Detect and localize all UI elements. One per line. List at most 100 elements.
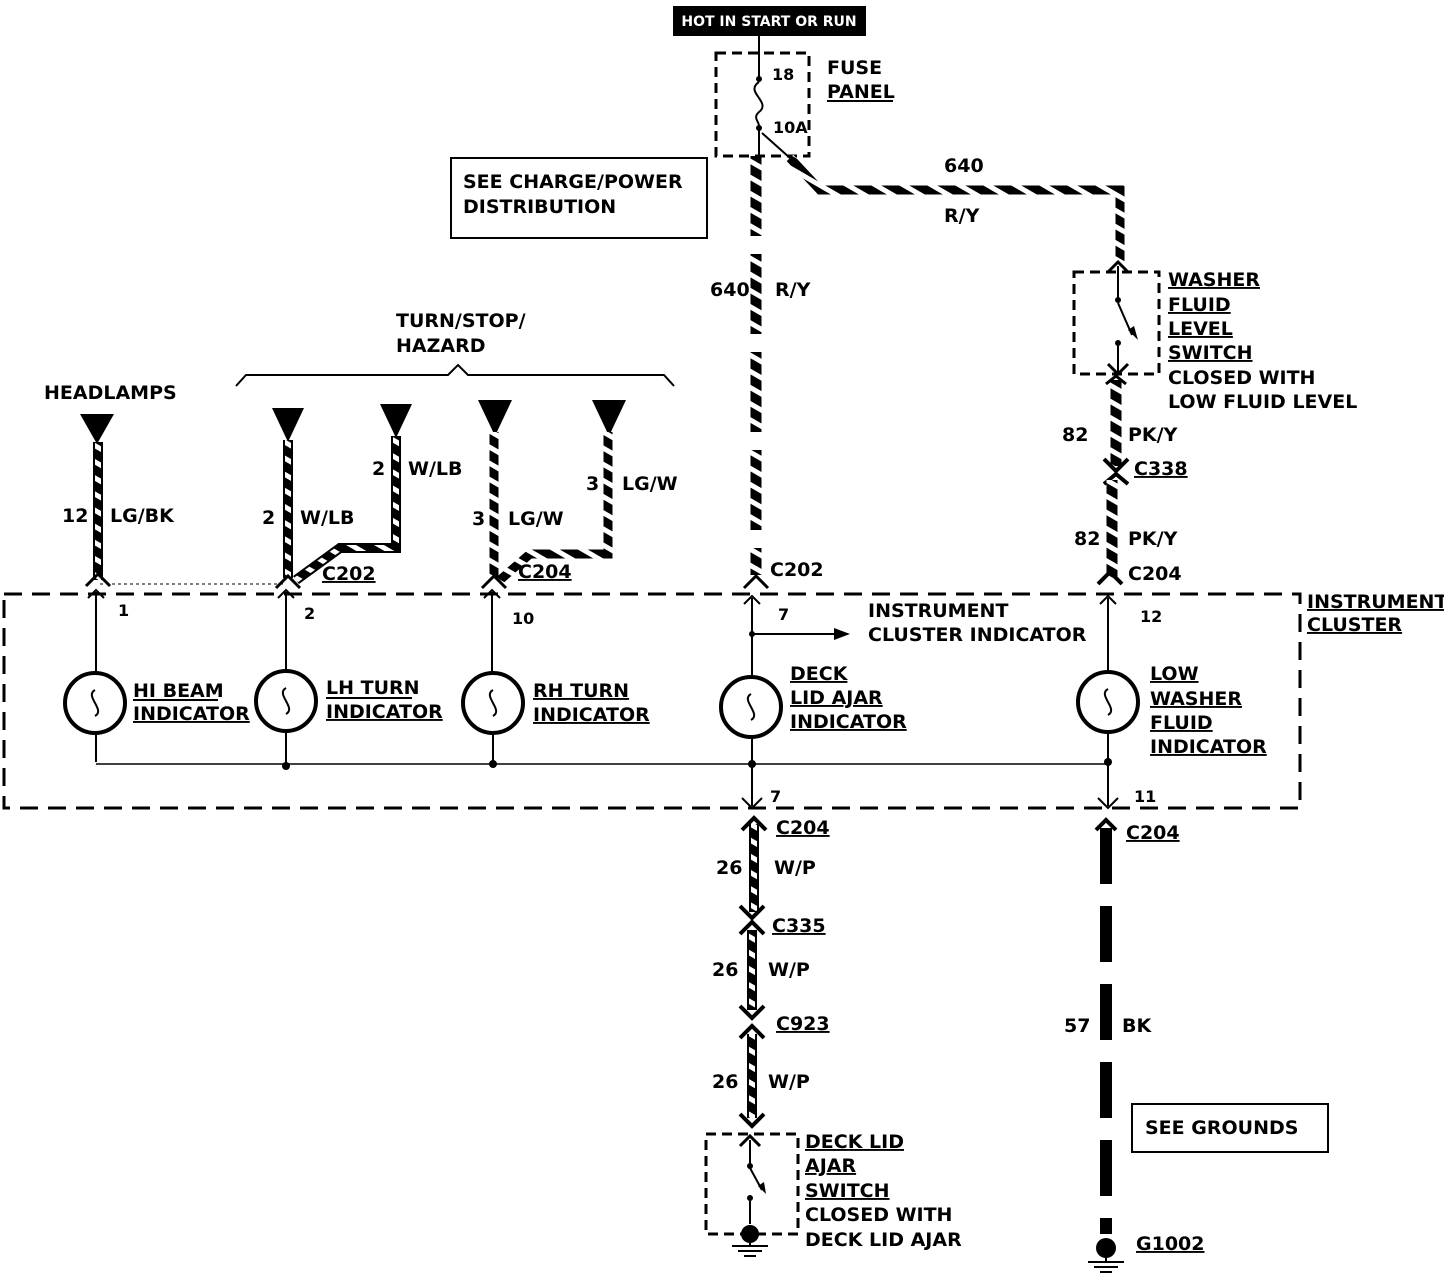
svg-text:INDICATOR: INDICATOR <box>1150 736 1267 758</box>
instrument-cluster-box: INSTRUMENT CLUSTER <box>2 591 1444 810</box>
svg-text:82: 82 <box>1074 528 1100 550</box>
svg-text:W/LB: W/LB <box>300 507 355 529</box>
washer-fluid-level-switch: WASHER FLUID LEVEL SWITCH CLOSED WITH LO… <box>1072 259 1357 413</box>
fuse-panel-label-2: PANEL <box>827 81 895 103</box>
svg-text:HOT IN START OR RUN: HOT IN START OR RUN <box>681 14 856 30</box>
fuse-rating: 10A <box>773 118 808 137</box>
lh-turn-indicator: LH TURN INDICATOR <box>254 588 443 766</box>
connector-c335: C335 <box>772 915 826 937</box>
svg-text:10: 10 <box>512 609 534 628</box>
svg-text:640: 640 <box>710 279 750 301</box>
svg-text:PK/Y: PK/Y <box>1128 528 1178 550</box>
fuse-panel: 18 10A FUSE PANEL <box>714 36 895 158</box>
connector-c202-lh: C202 <box>322 563 376 585</box>
svg-text:7: 7 <box>778 605 789 624</box>
svg-text:CLOSED WITH: CLOSED WITH <box>1168 367 1315 389</box>
svg-text:11: 11 <box>1134 787 1156 806</box>
svg-text:3: 3 <box>472 508 485 530</box>
connector-c204-washer-bottom: C204 <box>1126 822 1180 844</box>
svg-text:HEADLAMPS: HEADLAMPS <box>44 382 177 404</box>
svg-text:DISTRIBUTION: DISTRIBUTION <box>463 196 616 218</box>
svg-text:LID AJAR: LID AJAR <box>790 687 883 709</box>
svg-text:DECK: DECK <box>790 663 849 685</box>
svg-text:INDICATOR: INDICATOR <box>790 711 907 733</box>
svg-text:SWITCH: SWITCH <box>1168 342 1253 364</box>
svg-text:INSTRUMENT: INSTRUMENT <box>868 600 1008 622</box>
svg-text:INSTRUMENT: INSTRUMENT <box>1307 591 1444 613</box>
pin-labels: 1 2 10 7 12 7 11 <box>118 601 1162 806</box>
connector-c204-deck-bottom: C204 <box>776 817 830 839</box>
hot-in-start-or-run-label: HOT IN START OR RUN <box>673 6 866 36</box>
svg-text:LOW: LOW <box>1150 663 1199 685</box>
svg-text:W/LB: W/LB <box>408 458 463 480</box>
svg-text:12: 12 <box>62 505 88 527</box>
rh-turn-feed: 3 LG/W 3 LG/W C204 <box>472 400 678 590</box>
svg-text:26: 26 <box>712 1071 738 1093</box>
svg-text:WASHER: WASHER <box>1168 269 1260 291</box>
low-washer-fluid-indicator: LOW WASHER FLUID INDICATOR <box>1076 594 1267 810</box>
svg-text:LEVEL: LEVEL <box>1168 318 1233 340</box>
wire-640-vertical: 640 R/Y <box>710 130 811 575</box>
svg-text:SWITCH: SWITCH <box>805 1180 890 1202</box>
arrow-right-icon <box>834 628 850 640</box>
svg-text:82: 82 <box>1062 424 1088 446</box>
wire-26: C204 26 W/P C335 26 W/P C923 26 W/P <box>712 815 830 1129</box>
lh-turn-feed: 2 W/LB 2 W/LB C202 <box>262 404 463 590</box>
svg-text:CLOSED WITH: CLOSED WITH <box>805 1204 952 1226</box>
cluster-common-bus <box>96 758 1112 770</box>
svg-text:W/P: W/P <box>774 857 816 879</box>
svg-text:2: 2 <box>372 458 385 480</box>
svg-text:BK: BK <box>1122 1015 1152 1037</box>
svg-text:57: 57 <box>1064 1015 1090 1037</box>
headlamps-feed: HEADLAMPS 12 LG/BK <box>44 382 177 588</box>
svg-text:RH TURN: RH TURN <box>533 680 629 702</box>
svg-text:1: 1 <box>118 601 129 620</box>
see-charge-power-note: SEE CHARGE/POWER DISTRIBUTION <box>450 157 708 239</box>
connector-c923: C923 <box>776 1013 830 1035</box>
svg-text:W/P: W/P <box>768 1071 810 1093</box>
svg-text:FLUID: FLUID <box>1168 294 1231 316</box>
svg-text:CLUSTER INDICATOR: CLUSTER INDICATOR <box>868 624 1087 646</box>
svg-text:R/Y: R/Y <box>944 205 980 227</box>
deck-lid-ajar-indicator: INSTRUMENT CLUSTER INDICATOR DECK LID AJ… <box>719 594 1087 810</box>
svg-text:INDICATOR: INDICATOR <box>133 703 250 725</box>
connector-c204-rh: C204 <box>518 561 572 583</box>
see-grounds-note: SEE GROUNDS <box>1131 1103 1329 1153</box>
svg-text:LG/W: LG/W <box>508 508 564 530</box>
svg-text:12: 12 <box>1140 607 1162 626</box>
svg-text:2: 2 <box>262 507 275 529</box>
svg-text:LOW FLUID LEVEL: LOW FLUID LEVEL <box>1168 391 1357 413</box>
fuse-number: 18 <box>772 65 794 84</box>
svg-text:26: 26 <box>712 959 738 981</box>
svg-text:W/P: W/P <box>768 959 810 981</box>
svg-text:2: 2 <box>304 604 315 623</box>
svg-text:INDICATOR: INDICATOR <box>326 701 443 723</box>
svg-text:WASHER: WASHER <box>1150 688 1242 710</box>
svg-text:CLUSTER: CLUSTER <box>1307 614 1402 636</box>
rh-turn-indicator: RH TURN INDICATOR <box>461 588 650 764</box>
wire-640-horizontal: 640 R/Y <box>761 132 1125 262</box>
svg-text:LG/BK: LG/BK <box>110 505 175 527</box>
svg-text:AJAR: AJAR <box>805 1155 856 1177</box>
svg-text:FLUID: FLUID <box>1150 712 1213 734</box>
ground-g1002: G1002 <box>1136 1233 1204 1255</box>
connector-c338: C338 <box>1134 458 1188 480</box>
svg-text:LG/W: LG/W <box>622 473 678 495</box>
svg-text:R/Y: R/Y <box>775 279 811 301</box>
svg-text:LH TURN: LH TURN <box>326 677 420 699</box>
deck-c202-connector: C202 <box>742 559 824 590</box>
turn-stop-hazard-feed: TURN/STOP/ HAZARD <box>235 310 675 387</box>
fuse-panel-label-1: FUSE <box>827 57 882 79</box>
svg-text:HI BEAM: HI BEAM <box>133 680 224 702</box>
fuse-icon <box>753 81 764 128</box>
svg-text:7: 7 <box>770 787 781 806</box>
connector-c202-deck: C202 <box>770 559 824 581</box>
svg-text:DECK LID: DECK LID <box>805 1131 904 1153</box>
svg-text:HAZARD: HAZARD <box>396 335 486 357</box>
svg-text:INDICATOR: INDICATOR <box>533 704 650 726</box>
wire-82: 82 PK/Y C338 82 PK/Y C204 <box>1062 374 1188 586</box>
hi-beam-indicator: HI BEAM INDICATOR <box>63 588 250 762</box>
svg-text:640: 640 <box>944 155 984 177</box>
svg-text:DECK LID AJAR: DECK LID AJAR <box>805 1229 962 1251</box>
